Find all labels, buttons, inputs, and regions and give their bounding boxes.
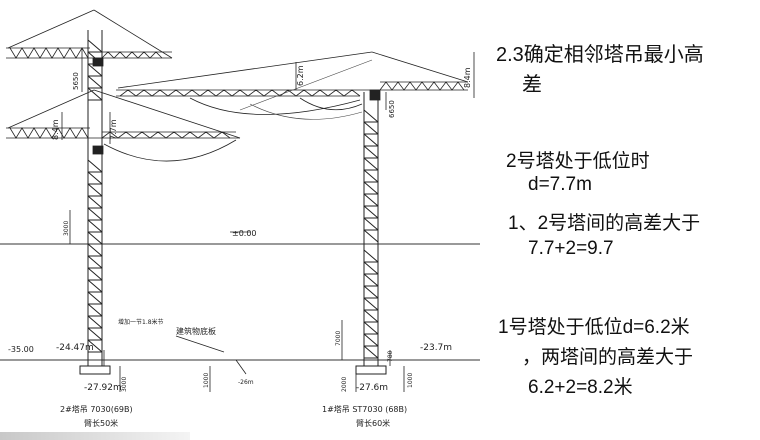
label-dim-8-4-left: 8.4m [51, 119, 60, 140]
label-dim-3000-left: 3000 [63, 221, 70, 236]
left-crane-upper-jib [6, 9, 173, 67]
right-crane-foundation [355, 365, 387, 375]
label-right-crane-arm: 臂长60米 [356, 418, 390, 428]
label-dim-6-2: 6.2m [296, 65, 305, 86]
label-dim-7000: 7000 [335, 331, 342, 346]
heading-line-1: 2.3确定相邻塔吊最小高 [496, 44, 704, 66]
label-left-ground: -35.00 [8, 345, 34, 354]
label-dim-1000-right: 1000 [407, 373, 414, 388]
block3-line-3: 6.2+2=8.2米 [528, 377, 633, 398]
block2-line-1: 1、2号塔间的高差大于 [508, 213, 701, 234]
label-dim-2000: 2000 [341, 377, 348, 392]
label-right-foundation: -27.6m [356, 383, 388, 393]
dimension-marks [61, 48, 475, 392]
label-level-minus-26: -26m [238, 379, 254, 386]
left-crane-mast [87, 30, 103, 366]
label-left-foundation: -27.92m [84, 383, 122, 393]
label-building-floor: 建筑物底板 [176, 326, 216, 336]
label-left-crane: 2#塔吊 7030(69B) [60, 404, 133, 414]
label-dim-5650: 5650 [72, 72, 80, 90]
left-crane-foundation [79, 365, 111, 375]
label-dim-6650: 6650 [388, 100, 396, 118]
slide-bottom-bar [0, 432, 190, 440]
block3-line-1: 1号塔处于低位d=6.2米 [498, 317, 690, 338]
right-crane-mast [363, 92, 379, 366]
right-crane-upper-jib [116, 51, 469, 115]
label-add-section: 增加一节1.8米节 [118, 318, 164, 326]
label-dim-8-4-right: 8.4m [463, 67, 472, 88]
heading-line-2: 差 [522, 74, 542, 96]
label-right-base: -23.7m [420, 343, 452, 353]
block3-line-2: ，两塔间的高差大于 [522, 347, 694, 368]
label-level-zero: ±0.00 [232, 229, 257, 238]
right-crane-lower-jib [239, 59, 373, 120]
label-dim-3000-bottom: 3000 [121, 377, 128, 392]
block2-line-2: 7.7+2=9.7 [528, 238, 614, 259]
label-left-base: -24.47m [56, 343, 94, 353]
label-dim-1000-left: 1000 [203, 373, 210, 388]
label-dim-7-7: 7.7m [109, 119, 118, 140]
left-crane-lower-jib [6, 89, 241, 162]
label-dim-780: 780 [387, 350, 394, 362]
label-right-crane: 1#塔吊 ST7030 (68B) [322, 404, 407, 414]
block1-line-2: d=7.7m [528, 174, 592, 195]
tower-crane-elevation-drawing: ±0.00 -35.00 -24.47m -27.92m -23.7m -27.… [0, 9, 480, 428]
block1-line-1: 2号塔处于低位时 [506, 151, 650, 172]
label-left-crane-arm: 臂长50米 [84, 418, 118, 428]
